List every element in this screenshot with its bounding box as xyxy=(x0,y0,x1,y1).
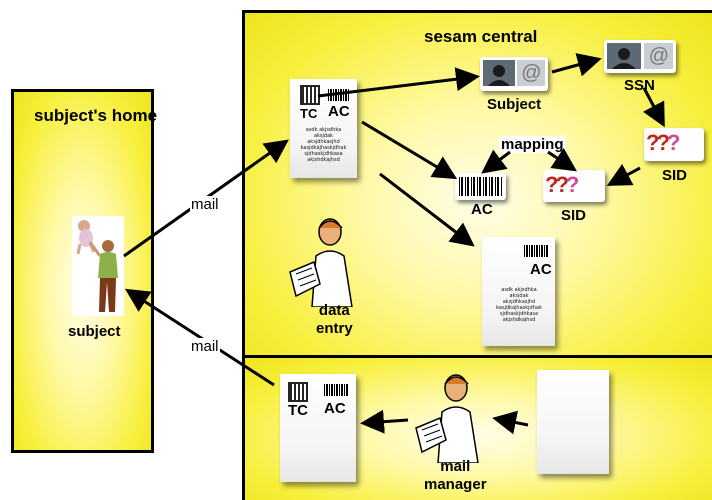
mapping-label: mapping xyxy=(499,136,566,153)
arrow-mapping-to-ac xyxy=(481,149,511,174)
baby-with-parent-icon xyxy=(72,216,124,316)
subject-card: @ xyxy=(480,57,548,91)
sid-card-center: ??? xyxy=(543,170,605,202)
arrow-blank-to-manager xyxy=(492,410,529,435)
outgoing-document: TC AC xyxy=(280,374,356,482)
person-silhouette-icon xyxy=(483,60,515,86)
doc-ac-label: AC xyxy=(328,103,350,120)
at-sign-icon: @ xyxy=(644,43,673,69)
ac-label: AC xyxy=(471,201,493,218)
qr-code-icon xyxy=(288,382,308,402)
barcode-icon xyxy=(459,177,502,196)
arrow-doc-to-ac xyxy=(361,120,458,180)
barcode-icon xyxy=(524,245,548,257)
secretary-clipboard-icon xyxy=(282,212,362,308)
sid-label-right: SID xyxy=(662,167,688,184)
home-title: subject's home xyxy=(34,106,158,125)
data-entry-label: data entry xyxy=(316,302,353,338)
blank-document xyxy=(537,370,609,474)
doc2-ac-label: AC xyxy=(530,261,552,278)
mail-manager-line1: mail xyxy=(440,458,471,475)
arrow-sid-to-sid xyxy=(606,163,641,186)
data-entry-line2: entry xyxy=(316,320,353,337)
central-title: sesam central xyxy=(424,27,538,46)
ac-card xyxy=(455,173,506,200)
mail-doc-ac-label: AC xyxy=(324,400,346,417)
arrow-doc-to-doc2 xyxy=(379,172,475,247)
arrow-manager-to-doc xyxy=(360,409,409,434)
data-entry-line1: data xyxy=(318,302,350,319)
mail-in-label: mail xyxy=(190,196,220,213)
arrow-subject-to-ssn xyxy=(551,53,602,77)
ssn-card: @ xyxy=(604,40,676,73)
mail-doc-tc-label: TC xyxy=(288,402,308,419)
ssn-label: SSN xyxy=(624,77,655,94)
barcode-icon xyxy=(324,384,348,396)
arrow-mapping-to-sid xyxy=(547,148,577,172)
sid-label-center: SID xyxy=(561,207,587,224)
sid-card-right: ??? xyxy=(644,128,704,161)
mail-manager-label: mail manager xyxy=(424,458,487,494)
question-mark-icon: ??? xyxy=(545,172,579,197)
doc-tc-label: TC xyxy=(300,106,318,121)
person-silhouette-icon xyxy=(607,43,641,69)
at-sign-icon: @ xyxy=(517,60,545,86)
mail-out-label: mail xyxy=(190,338,220,355)
secretary-clipboard-icon xyxy=(410,368,488,464)
question-mark-icon: ??? xyxy=(646,130,680,155)
arrow-ssn-to-sid xyxy=(642,87,665,128)
mail-manager-line2: manager xyxy=(424,476,487,493)
subject-card-label: Subject xyxy=(487,96,542,113)
arrow-doc-to-subject xyxy=(317,67,480,98)
subject-label: subject xyxy=(68,323,121,340)
